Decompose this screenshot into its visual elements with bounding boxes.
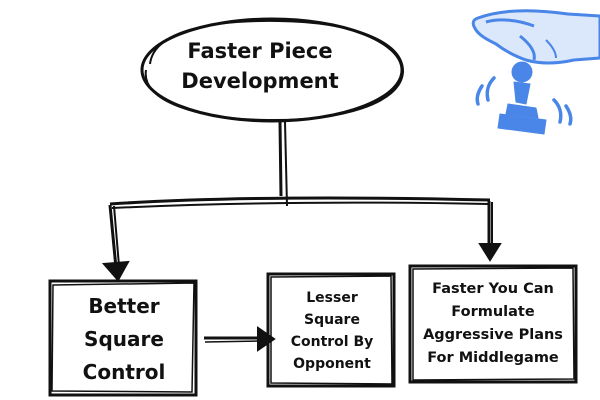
- box-lesser-square-control: [266, 272, 396, 388]
- arrow-box1-to-box2: [204, 326, 276, 352]
- box-better-square-control: [48, 279, 198, 397]
- box-formulate-plans: [408, 264, 578, 384]
- child-node-label-better-square-control: Better Square Control: [82, 293, 166, 384]
- branch-line: [109, 196, 491, 209]
- root-connector: [278, 121, 288, 207]
- arrow-to-box3: [478, 201, 502, 262]
- root-node-label: Faster Piece Development: [181, 39, 339, 93]
- child-node-label-lesser-square-control: Lesser Square Control By Opponent: [290, 290, 374, 372]
- child-node-label-formulate-plans: Faster You Can Formulate Aggressive Plan…: [423, 281, 563, 366]
- hand-holding-chess-pawn-icon: [471, 9, 600, 135]
- root-ellipse: [140, 17, 405, 123]
- arrow-to-box1: [101, 204, 130, 282]
